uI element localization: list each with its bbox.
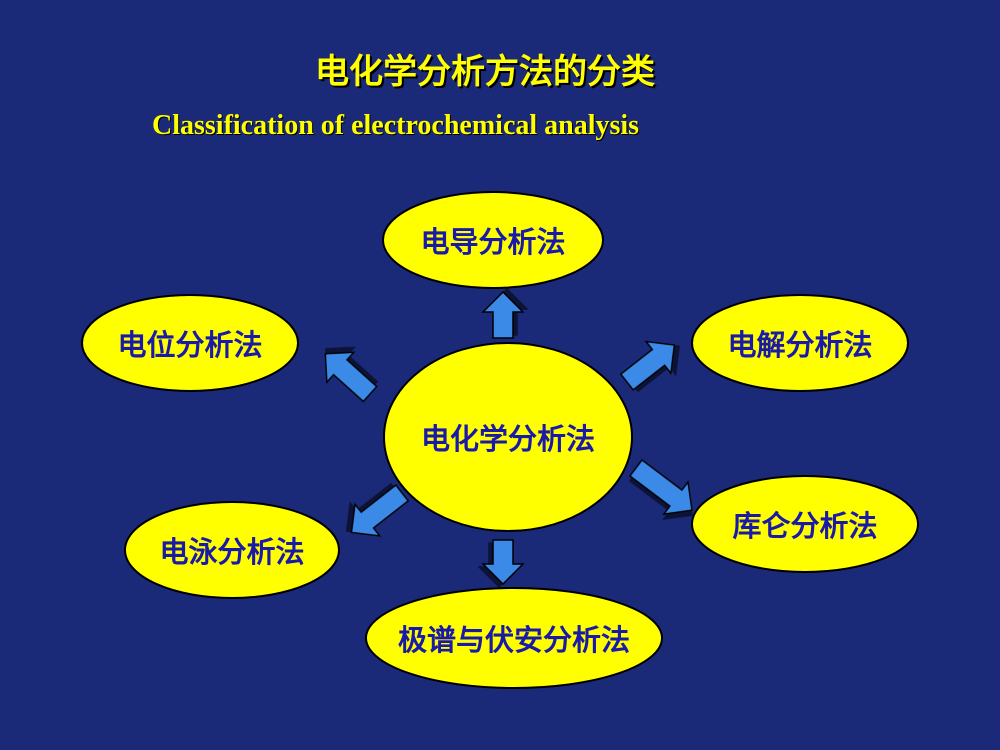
arrow-to-electrophoresis xyxy=(350,484,410,537)
node-electrophoresis-label: 电泳分析法 xyxy=(159,535,304,569)
node-polarography: 极谱与伏安分析法 xyxy=(365,587,663,689)
node-center: 电化学分析法 xyxy=(383,342,633,532)
arrow-to-coulometry xyxy=(628,458,693,516)
slide-title: 电化学分析方法的分类 xyxy=(315,52,655,92)
node-conductometry-label: 电导分析法 xyxy=(420,225,565,259)
node-center-label: 电化学分析法 xyxy=(421,422,595,456)
node-polarography-label: 极谱与伏安分析法 xyxy=(398,623,630,657)
node-coulometry-label: 库仑分析法 xyxy=(732,509,877,543)
node-coulometry: 库仑分析法 xyxy=(691,475,919,573)
node-potentiometry: 电位分析法 xyxy=(81,294,299,392)
node-electrolysis-label: 电解分析法 xyxy=(727,328,872,362)
arrow-to-conductometry xyxy=(481,290,525,339)
node-electrolysis: 电解分析法 xyxy=(691,294,909,392)
node-conductometry: 电导分析法 xyxy=(382,191,604,289)
arrow-to-potentiometry xyxy=(324,351,378,403)
node-potentiometry-label: 电位分析法 xyxy=(117,328,262,362)
slide-subtitle: Classification of electrochemical analys… xyxy=(152,110,640,141)
node-electrophoresis: 电泳分析法 xyxy=(124,501,340,599)
arrow-to-electrolysis xyxy=(619,340,676,391)
arrow-to-polarography xyxy=(481,539,525,586)
